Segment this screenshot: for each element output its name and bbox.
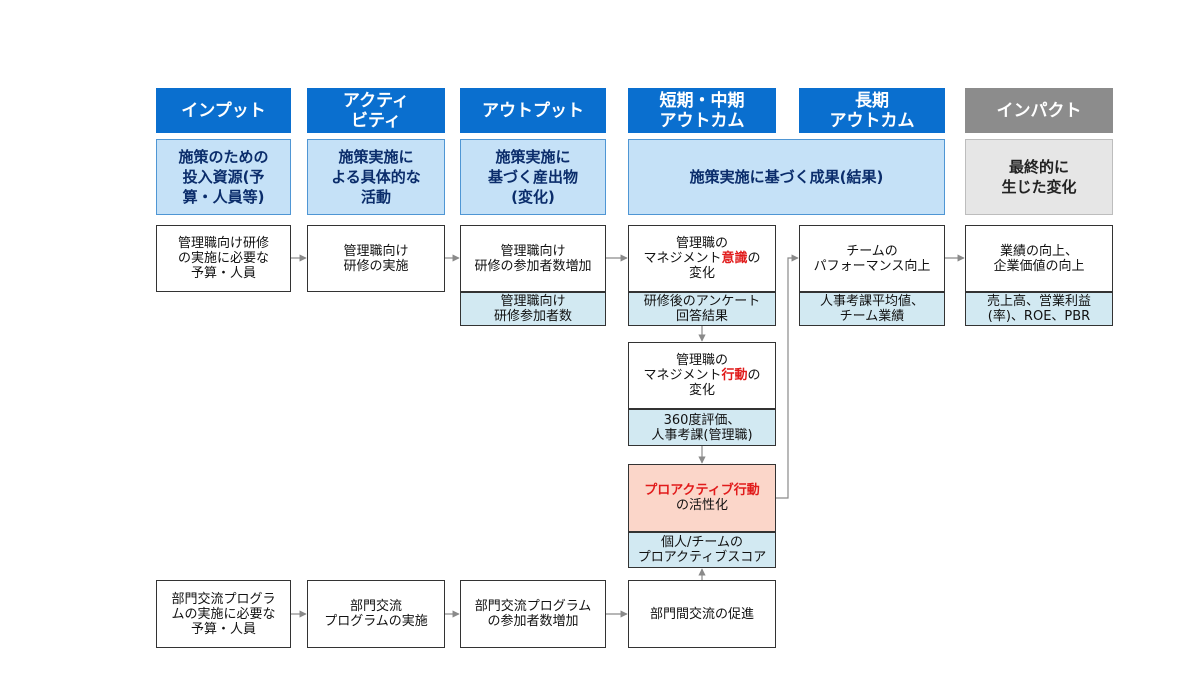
desc-output: 施策実施に 基づく産出物 (変化)	[460, 139, 606, 215]
proactive-node: プロアクティブ行動の活性化	[628, 464, 776, 532]
awareness-text: 管理職の マネジメント意識の 変化	[643, 236, 761, 281]
row2-input-node: 部門交流プログラ ムの実施に必要な 予算・人員	[156, 580, 291, 648]
desc-outcome: 施策実施に基づく成果(結果)	[628, 139, 945, 215]
header-short-mid-outcome: 短期・中期 アウトカム	[628, 88, 776, 133]
desc-activity: 施策実施に よる具体的な 活動	[307, 139, 445, 215]
row2-outcome-node: 部門間交流の促進	[628, 580, 776, 648]
row1-activity-node: 管理職向け 研修の実施	[307, 225, 445, 292]
behavior-text: 管理職の マネジメント行動の 変化	[643, 353, 761, 398]
header-long-outcome: 長期 アウトカム	[799, 88, 945, 133]
desc-input: 施策のための 投入資源(予 算・人員等)	[156, 139, 291, 215]
row2-activity-node: 部門交流 プログラムの実施	[307, 580, 445, 648]
row1-output-node: 管理職向け 研修の参加者数増加	[460, 225, 606, 292]
header-impact: インパクト	[965, 88, 1113, 133]
row1-output-metric: 管理職向け 研修参加者数	[460, 292, 606, 326]
arrow-proactive-long	[776, 254, 799, 499]
header-input: インプット	[156, 88, 291, 133]
row2-output-node: 部門交流プログラム の参加者数増加	[460, 580, 606, 648]
proactive-metric: 個人/チームの プロアクティブスコア	[628, 532, 776, 568]
desc-impact: 最終的に 生じた変化	[965, 139, 1113, 215]
behavior-change-node: 管理職の マネジメント行動の 変化	[628, 342, 776, 409]
header-activity: アクティ ビティ	[307, 88, 445, 133]
behavior-metric: 360度評価、 人事考課(管理職)	[628, 409, 776, 446]
long-outcome-metric: 人事考課平均値、 チーム業績	[799, 292, 945, 326]
impact-metric: 売上高、営業利益 (率)、ROE、PBR	[965, 292, 1113, 326]
impact-node: 業績の向上、 企業価値の向上	[965, 225, 1113, 292]
awareness-change-node: 管理職の マネジメント意識の 変化	[628, 225, 776, 292]
row1-input-node: 管理職向け研修 の実施に必要な 予算・人員	[156, 225, 291, 292]
long-outcome-node: チームの パフォーマンス向上	[799, 225, 945, 292]
awareness-metric: 研修後のアンケート 回答結果	[628, 292, 776, 326]
proactive-text: プロアクティブ行動の活性化	[644, 483, 760, 513]
header-output: アウトプット	[460, 88, 606, 133]
